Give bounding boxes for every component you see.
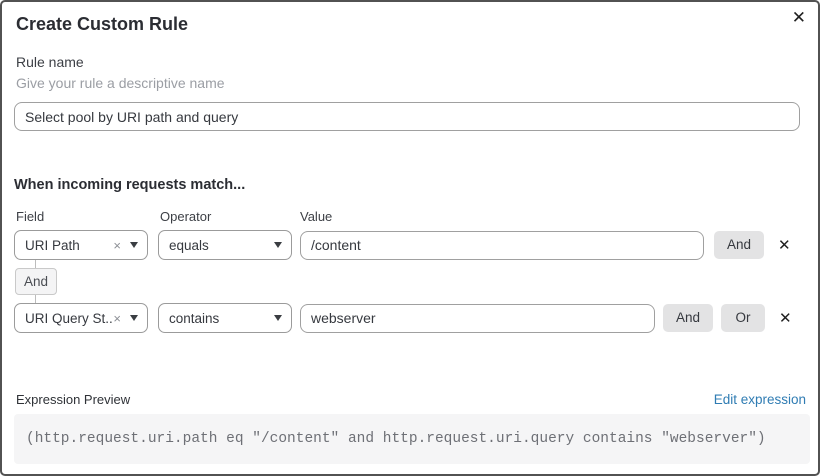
remove-condition-icon[interactable]: ✕ xyxy=(779,309,792,327)
field-select[interactable]: URI Path × xyxy=(14,230,148,260)
close-icon[interactable]: ✕ xyxy=(791,8,806,27)
operator-select-value: equals xyxy=(169,237,209,253)
chevron-down-icon xyxy=(274,315,282,321)
operator-column-label: Operator xyxy=(160,209,212,224)
connector-line-top xyxy=(35,260,36,268)
condition-row: URI Path × equals And ✕ xyxy=(14,230,806,260)
field-column-label: Field xyxy=(16,209,45,224)
field-select[interactable]: URI Query St... × xyxy=(14,303,148,333)
chevron-down-icon xyxy=(130,315,138,321)
and-button[interactable]: And xyxy=(714,231,764,259)
rule-name-label: Rule name xyxy=(16,54,84,70)
expression-preview-code: (http.request.uri.path eq "/content" and… xyxy=(26,431,766,447)
clear-selection-icon[interactable]: × xyxy=(113,310,121,326)
expression-preview-block: (http.request.uri.path eq "/content" and… xyxy=(14,414,810,464)
chevron-down-icon xyxy=(130,242,138,248)
expression-preview-label: Expression Preview xyxy=(16,392,131,407)
condition-column-labels: Field Operator Value xyxy=(16,209,804,224)
expression-preview-header: Expression Preview Edit expression xyxy=(16,392,806,408)
field-select-value: URI Query St... xyxy=(25,310,114,326)
operator-select[interactable]: equals xyxy=(158,230,292,260)
operator-select-value: contains xyxy=(169,310,220,326)
and-connector-badge: And xyxy=(15,268,57,295)
connector-line-bottom xyxy=(35,295,36,303)
condition-row: URI Query St... × contains And Or ✕ xyxy=(14,303,806,333)
rule-name-input[interactable] xyxy=(14,102,800,131)
and-button[interactable]: And xyxy=(663,304,713,332)
value-column-label: Value xyxy=(300,209,333,224)
chevron-down-icon xyxy=(274,242,282,248)
condition-connector: And xyxy=(2,260,818,303)
edit-expression-link[interactable]: Edit expression xyxy=(713,392,806,407)
remove-condition-icon[interactable]: ✕ xyxy=(778,236,791,254)
operator-select[interactable]: contains xyxy=(158,303,292,333)
clear-selection-icon[interactable]: × xyxy=(113,237,121,253)
value-input[interactable] xyxy=(300,303,655,333)
value-input[interactable] xyxy=(300,230,704,260)
match-section-heading: When incoming requests match... xyxy=(14,177,246,193)
or-button[interactable]: Or xyxy=(721,304,765,332)
page-title: Create Custom Rule xyxy=(16,14,189,34)
field-select-value: URI Path xyxy=(25,237,80,253)
rule-name-hint: Give your rule a descriptive name xyxy=(16,75,225,91)
